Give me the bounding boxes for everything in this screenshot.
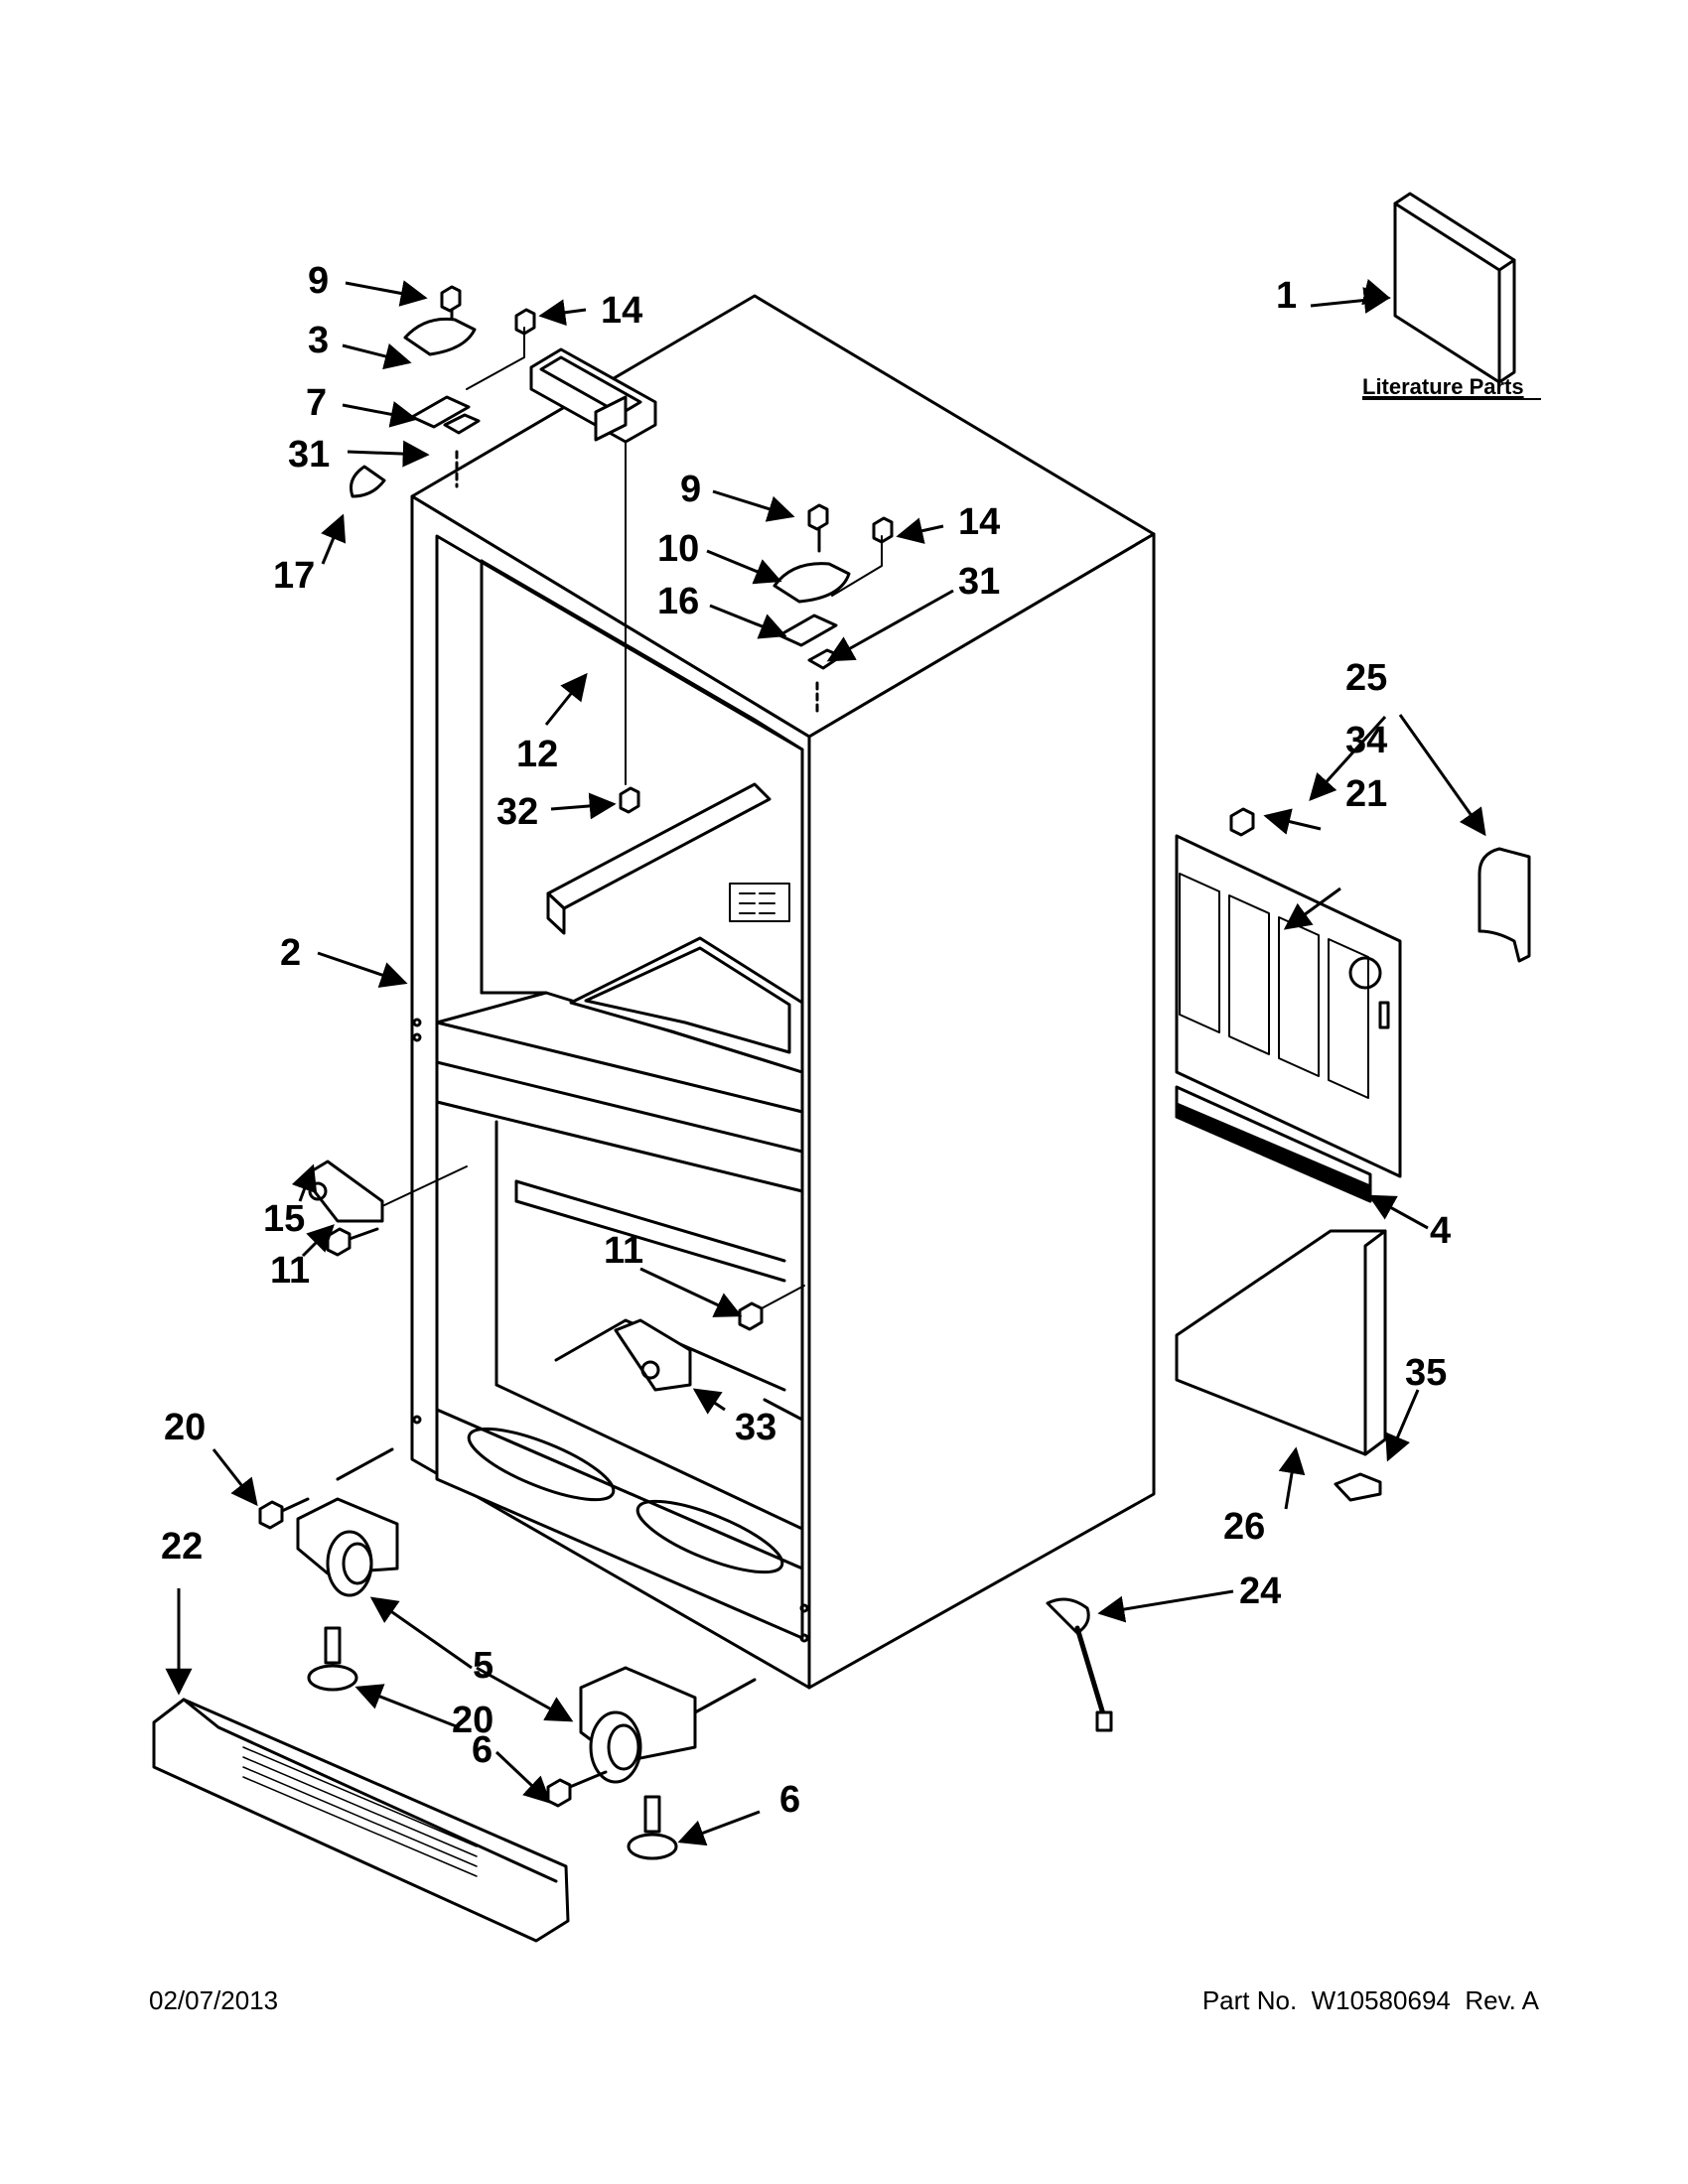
callout-1: 1 — [1276, 275, 1297, 317]
callout-33: 33 — [735, 1407, 776, 1448]
part-35-clip — [1334, 1472, 1382, 1502]
part-33-lower-hinge — [614, 1285, 805, 1392]
callout-3: 3 — [308, 320, 329, 361]
callout-25: 25 — [1345, 657, 1387, 699]
footer-date: 02/07/2013 — [149, 1985, 279, 2015]
callout-9: 9 — [680, 469, 701, 510]
footer-part-number: Part No. W10580694 Rev. A — [1202, 1985, 1539, 2016]
callout-10: 10 — [657, 528, 699, 570]
footer-part-no: W10580694 — [1311, 1985, 1451, 2015]
callout-2: 2 — [280, 932, 301, 974]
callout-32: 32 — [496, 791, 538, 833]
callout-14: 14 — [958, 501, 1000, 543]
footer-part-label: Part No. — [1201, 1985, 1298, 2015]
callout-16: 16 — [657, 581, 699, 622]
callout-20: 20 — [452, 1700, 493, 1741]
part-24-wire-harness — [1046, 1597, 1113, 1732]
part-22-toe-grille — [152, 1698, 570, 1943]
callout-31: 31 — [288, 434, 330, 476]
footer-revision: Rev. A — [1465, 1985, 1539, 2015]
callout-4: 4 — [1430, 1210, 1451, 1252]
callout-15: 15 — [263, 1198, 305, 1240]
callout-21: 21 — [1345, 773, 1387, 815]
part-1-literature — [1393, 192, 1516, 384]
callout-20: 20 — [164, 1407, 206, 1448]
callout-11: 11 — [270, 1250, 310, 1292]
callout-6: 6 — [779, 1779, 800, 1821]
part-12-bracket — [529, 347, 657, 814]
cabinet — [410, 294, 1156, 1690]
part-5-roller-right — [546, 1666, 757, 1860]
part-21-rear-access-panel — [1175, 834, 1402, 1178]
callout-26: 26 — [1223, 1506, 1265, 1548]
part-34-clip — [1477, 847, 1531, 963]
callout-9: 9 — [308, 260, 329, 302]
callout-35: 35 — [1405, 1352, 1447, 1394]
callout-6: 6 — [472, 1729, 492, 1771]
callout-17: 17 — [273, 555, 315, 597]
callout-labels: 9 3 7 31 14 17 9 10 16 14 31 12 32 2 15 … — [161, 260, 1451, 1821]
callout-31: 31 — [958, 561, 1000, 603]
callout-24: 24 — [1239, 1570, 1281, 1612]
leader-arrows — [165, 279, 1486, 1846]
part-25-screw — [1229, 807, 1255, 837]
callout-7: 7 — [306, 382, 327, 424]
callout-22: 22 — [161, 1526, 203, 1568]
top-hinge-left — [350, 285, 536, 498]
callout-11: 11 — [604, 1230, 643, 1272]
callout-5: 5 — [473, 1645, 493, 1687]
callout-34: 34 — [1345, 720, 1387, 761]
literature-parts-title: Literature Parts — [1362, 374, 1524, 399]
part-5-roller-left — [258, 1447, 399, 1692]
callout-14: 14 — [601, 290, 642, 332]
part-26-kick-panel — [1175, 1229, 1387, 1456]
callout-12: 12 — [516, 734, 558, 775]
